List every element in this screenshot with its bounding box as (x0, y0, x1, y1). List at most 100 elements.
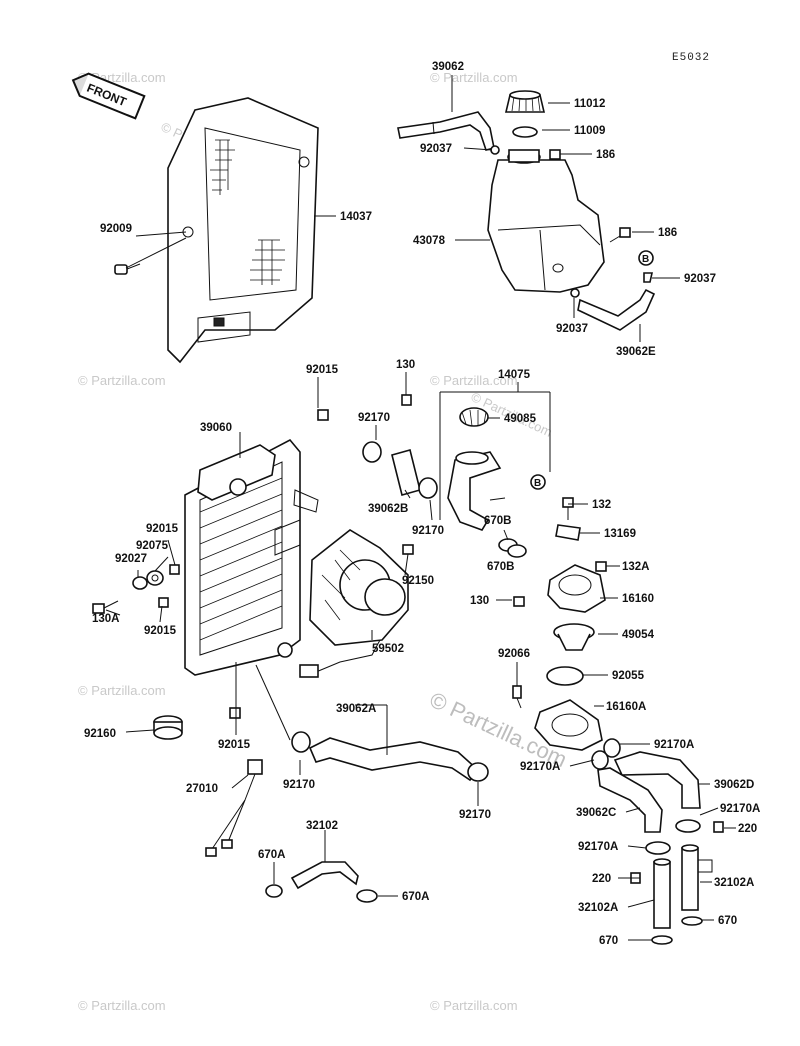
label-670b: 670B (484, 515, 512, 527)
bolt-186 (549, 149, 568, 160)
thermostat-cover (534, 699, 603, 751)
label-92170a: 92170A (578, 841, 618, 853)
clip-92015 (317, 409, 329, 421)
bolt-92009 (114, 263, 141, 275)
label-132a: 132A (622, 561, 650, 573)
label-92015: 92015 (218, 739, 251, 751)
label-49054: 49054 (622, 629, 655, 641)
oring-670a (356, 889, 378, 903)
label-670: 670 (599, 935, 618, 947)
label-92037: 92037 (556, 323, 588, 335)
clip-92037 (643, 272, 653, 283)
watermark-text: © Partzilla.com (78, 683, 166, 698)
label-16160a: 16160A (606, 701, 646, 713)
bolt-132a (595, 561, 607, 572)
pipe-32102a (681, 844, 713, 911)
label-92009: 92009 (100, 223, 132, 235)
label-92170a: 92170A (720, 803, 760, 815)
label-39062a: 39062A (336, 703, 376, 715)
clip-92037 (570, 288, 580, 298)
diagram-code: E5032 (672, 52, 710, 64)
label-186: 186 (658, 227, 677, 239)
label-92037: 92037 (684, 273, 716, 285)
label-130a: 130A (92, 613, 120, 625)
collar-92027 (132, 576, 148, 590)
bolt-220 (713, 821, 724, 833)
label-39062e: 39062E (616, 346, 656, 358)
overflow-hose-e (577, 288, 656, 331)
radiator-core (184, 438, 319, 676)
label-11009: 11009 (574, 125, 605, 137)
filler-neck (447, 451, 506, 531)
label-16160: 16160 (622, 593, 654, 605)
label-92015: 92015 (144, 625, 177, 637)
radiator-shroud (167, 97, 319, 364)
bolt-130 (401, 385, 412, 406)
watermark-text: © Partzilla.com (430, 998, 518, 1013)
oring-92055 (546, 666, 584, 686)
label-92037: 92037 (420, 143, 452, 155)
hose-39062b (391, 449, 421, 496)
oring-670 (651, 935, 673, 945)
thermostat-housing (547, 564, 606, 613)
bolt-186 (609, 227, 631, 243)
oring-670a (265, 884, 283, 898)
bolt-92150 (402, 544, 414, 555)
hose-39062a (308, 737, 480, 782)
label-92055: 92055 (612, 670, 645, 682)
reservoir-tank (487, 149, 605, 293)
bolt-130a (92, 600, 119, 614)
hose-clamp-92170a (591, 750, 609, 770)
temp-sensor-92066 (512, 685, 522, 709)
part-labels: 39062 11012 11009 92037 186 43078 186 92… (84, 61, 760, 947)
hose-clamp-92170 (418, 477, 438, 499)
hose-clamp-92170a (645, 841, 671, 855)
callout-b-label: B (534, 478, 541, 489)
leader-lines (105, 75, 736, 941)
watermark-text: © Partzilla.com (78, 998, 166, 1013)
hose-clamp-92170a (603, 738, 621, 758)
oring-670b (507, 544, 527, 558)
label-14075: 14075 (498, 369, 531, 381)
bolt-130 (513, 596, 525, 607)
label-670a: 670A (402, 891, 430, 903)
label-92170: 92170 (358, 412, 390, 424)
fan-motor (299, 529, 409, 678)
hose-39062c (597, 767, 663, 833)
clip-92015 (169, 564, 180, 575)
label-92015: 92015 (146, 523, 179, 535)
cap-gasket (512, 126, 538, 138)
pipe-32102a (653, 858, 671, 929)
label-92170a: 92170A (520, 761, 560, 773)
label-92066: 92066 (498, 648, 530, 660)
label-130: 130 (396, 359, 415, 371)
label-32102a: 32102A (714, 877, 754, 889)
hose-clamp-92170 (291, 731, 311, 753)
label-132: 132 (592, 499, 611, 511)
label-43078: 43078 (413, 235, 446, 247)
watermark-text: © Partzilla.com (430, 373, 518, 388)
label-186: 186 (596, 149, 615, 161)
label-130: 130 (470, 595, 489, 607)
reservoir-cap (504, 90, 546, 113)
label-92170: 92170 (459, 809, 491, 821)
label-92160: 92160 (84, 728, 116, 740)
fan-switch-27010 (205, 759, 263, 857)
label-27010: 27010 (186, 783, 218, 795)
label-92027: 92027 (115, 553, 147, 565)
label-670: 670 (718, 915, 737, 927)
rubber-mount-92160 (153, 715, 183, 740)
hose-32102 (290, 861, 359, 890)
label-13169: 13169 (604, 528, 636, 540)
label-92170a: 92170A (654, 739, 694, 751)
label-49085: 49085 (504, 413, 537, 425)
label-11012: 11012 (574, 98, 605, 110)
callout-b: B (638, 250, 654, 266)
label-92150: 92150 (402, 575, 434, 587)
label-39060: 39060 (200, 422, 232, 434)
clip-92015 (229, 707, 241, 719)
hose-clamp-92170 (362, 441, 382, 463)
hose-clamp-92170 (467, 762, 489, 782)
